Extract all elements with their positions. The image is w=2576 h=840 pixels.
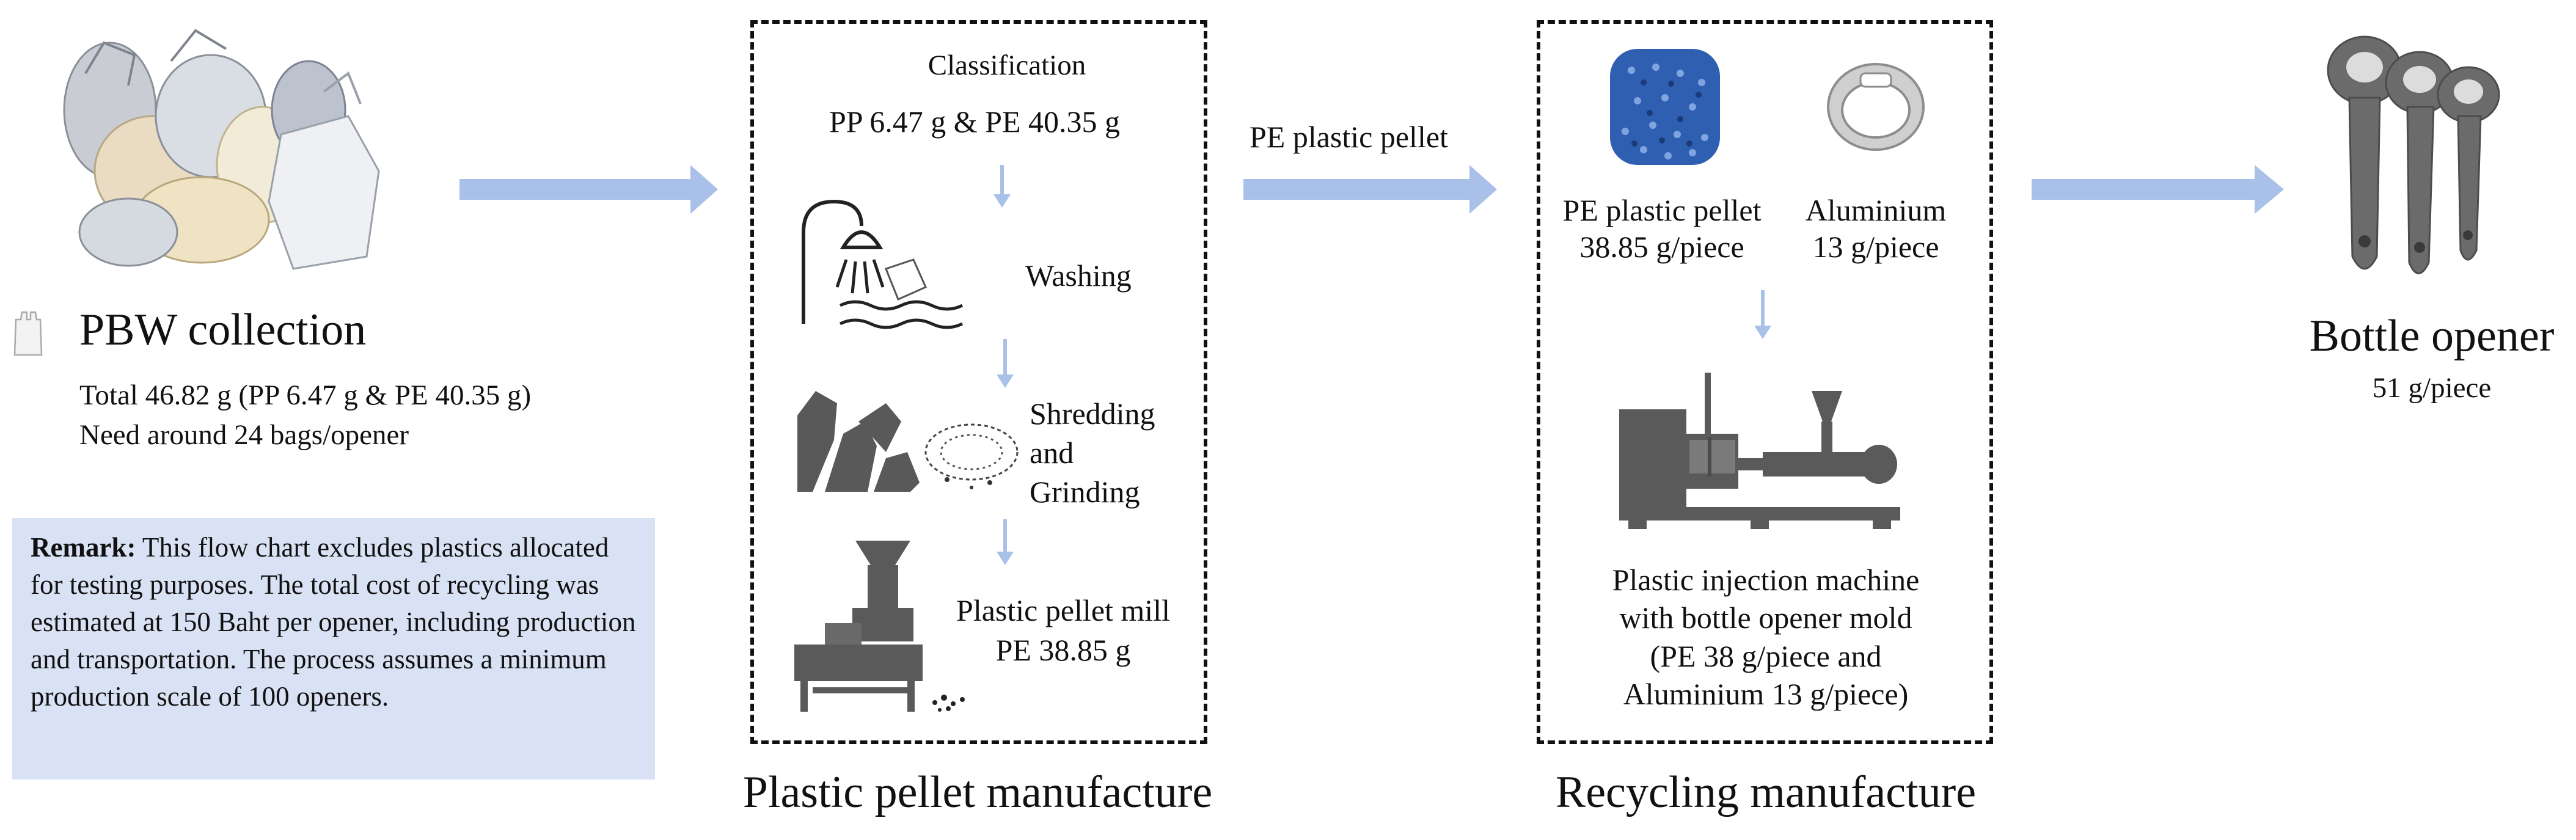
pellet-weight-line1: PE plastic pellet xyxy=(1562,193,1762,227)
plastic-bag-icon xyxy=(12,309,44,357)
machine-line3: (PE 38 g/piece and xyxy=(1650,639,1882,673)
washing-label: Washing xyxy=(1025,258,1132,293)
shower-icon xyxy=(794,189,978,330)
aluminium-line2: 13 g/piece xyxy=(1812,230,1939,264)
injection-machine-icon xyxy=(1616,360,1916,535)
remark-text: This flow chart excludes plastics alloca… xyxy=(31,532,636,712)
product-weight: 51 g/piece xyxy=(2372,372,2492,404)
pellet-weight-line2: 38.85 g/piece xyxy=(1579,230,1744,264)
remark-label: Remark: xyxy=(31,532,136,563)
collection-total: Total 46.82 g (PP 6.47 g & PE 40.35 g) xyxy=(79,379,532,411)
collection-title: PBW collection xyxy=(79,305,367,355)
pellet-mill-icon xyxy=(788,538,990,715)
classification-values: PP 6.47 g & PE 40.35 g xyxy=(829,104,1120,139)
classification-title: Classification xyxy=(928,49,1086,81)
shredding-icon xyxy=(794,385,1026,495)
machine-line4: Aluminium 13 g/piece) xyxy=(1623,677,1909,711)
shredding-label-line2: and xyxy=(1030,436,1074,470)
bottle-opener-image xyxy=(2307,24,2508,293)
pellet-mill-line1: Plastic pellet mill xyxy=(956,593,1170,627)
remark-box: Remark: This flow chart excludes plastic… xyxy=(12,518,655,780)
pellet-manufacture-caption: Plastic pellet manufacture xyxy=(742,767,1213,817)
aluminium-ring-image xyxy=(1824,61,1928,153)
machine-line1: Plastic injection machine xyxy=(1612,563,1920,597)
aluminium-line1: Aluminium xyxy=(1805,193,1947,227)
recycling-manufacture-caption: Recycling manufacture xyxy=(1555,767,1977,817)
collection-bags: Need around 24 bags/opener xyxy=(79,419,409,451)
transfer-label: PE plastic pellet xyxy=(1250,120,1448,154)
pellet-manufacture-box xyxy=(750,20,1207,744)
shredding-label-line1: Shredding xyxy=(1030,396,1155,431)
shredding-label-line3: Grinding xyxy=(1030,475,1140,509)
product-title: Bottle opener xyxy=(2309,311,2555,361)
plastic-bags-photo xyxy=(61,18,422,299)
pellet-image xyxy=(1607,46,1723,168)
recycling-manufacture-box xyxy=(1537,20,1993,744)
pellet-mill-line2: PE 38.85 g xyxy=(995,633,1131,667)
machine-line2: with bottle opener mold xyxy=(1619,601,1912,635)
